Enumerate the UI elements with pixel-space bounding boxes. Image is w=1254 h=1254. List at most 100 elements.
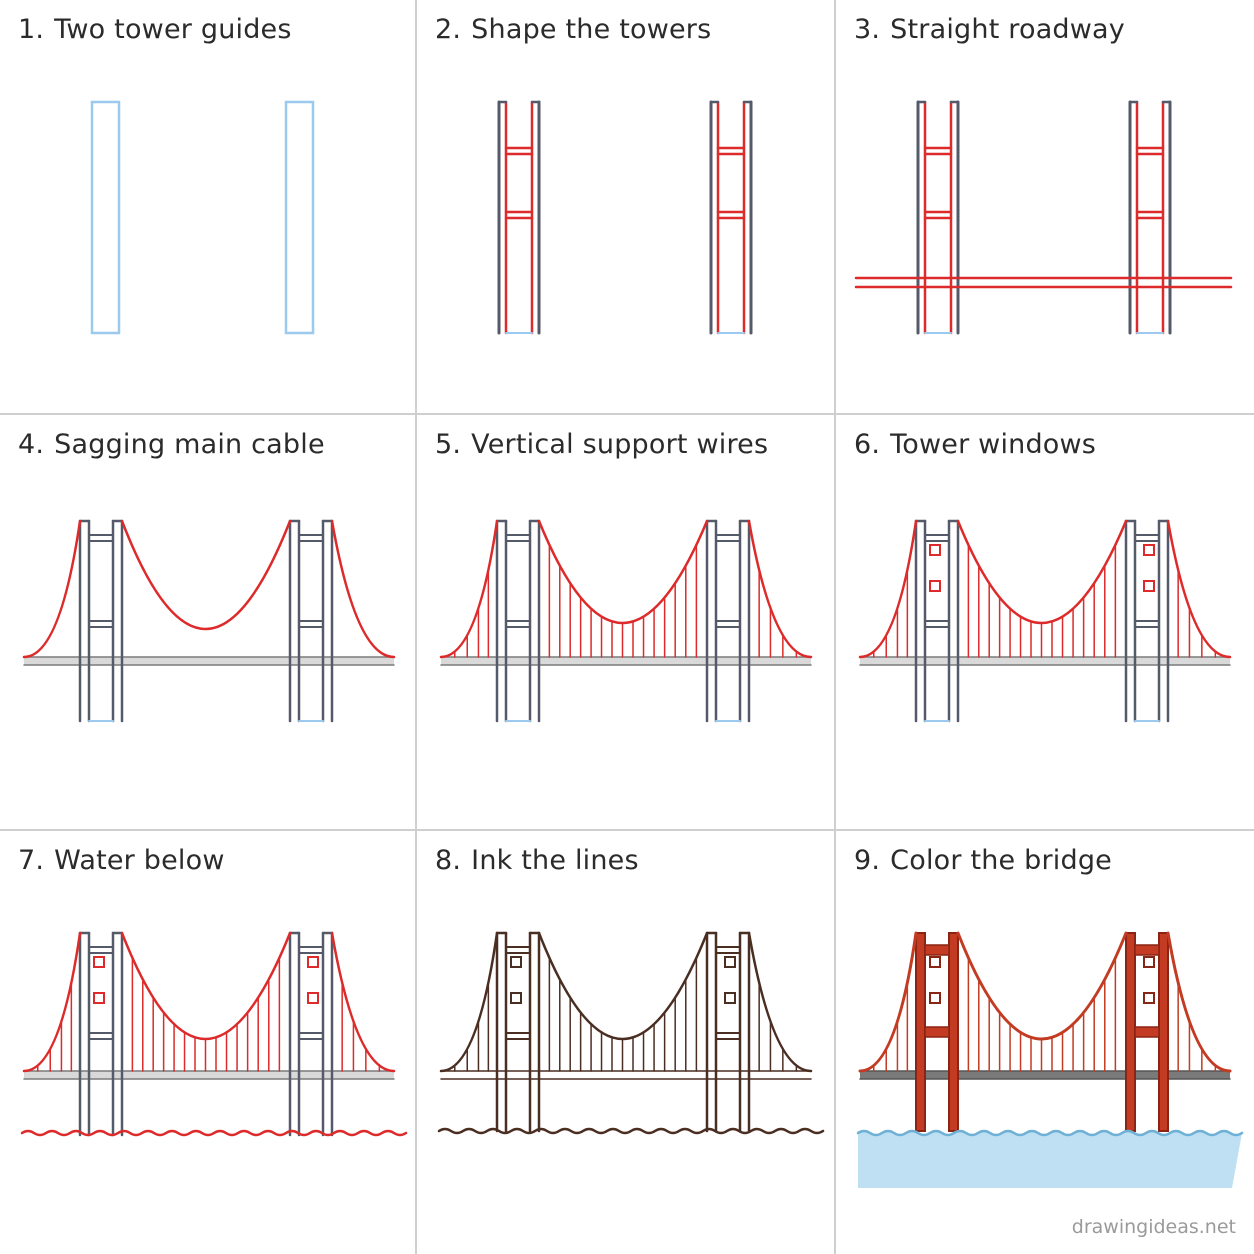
step-number: 3. [854, 14, 881, 45]
step-drawing [437, 931, 825, 1135]
step-label: Straight roadway [890, 14, 1125, 45]
tower-leg [1158, 932, 1169, 1132]
step-panel-7: 7. Water below [0, 831, 417, 1254]
main-cable [537, 931, 709, 1040]
step-label: Color the bridge [890, 845, 1112, 876]
step-panel-9: 9. Color the bridge [836, 831, 1254, 1254]
step-title: 5. Vertical support wires [435, 429, 768, 460]
roadway-deck [24, 1071, 394, 1079]
step-title: 2. Shape the towers [435, 14, 711, 45]
step-drawing [90, 100, 315, 335]
step-drawing [854, 100, 1233, 335]
main-cable [120, 519, 292, 631]
tower-window [1143, 992, 1155, 1004]
tower-crossbeam [924, 944, 950, 956]
step-label: Ink the lines [471, 845, 639, 876]
tower-window [724, 992, 736, 1004]
step-label: Sagging main cable [54, 429, 325, 460]
step-title: 1. Two tower guides [18, 14, 292, 45]
step-number: 8. [435, 845, 462, 876]
tower-window [307, 992, 319, 1004]
roadway-deck [441, 1071, 811, 1079]
side-cable [330, 931, 396, 1073]
tower-leg [1125, 932, 1136, 1132]
step-drawing [858, 519, 1232, 723]
step-title: 7. Water below [18, 845, 225, 876]
step-number: 5. [435, 429, 462, 460]
step-drawing [497, 100, 753, 335]
tower-window [93, 992, 105, 1004]
tower-window [510, 956, 522, 968]
tower-leg [915, 932, 926, 1132]
step-panel-5: 5. Vertical support wires [417, 415, 836, 831]
side-cable [1166, 931, 1232, 1073]
tower-guide-rect [284, 100, 315, 335]
main-cable [537, 519, 709, 624]
step-panel-1: 1. Two tower guides [0, 0, 417, 415]
step-number: 1. [18, 14, 45, 45]
water-line [20, 1129, 408, 1137]
step-number: 4. [18, 429, 45, 460]
step-panel-4: 4. Sagging main cable [0, 415, 417, 831]
tower-window [929, 544, 941, 556]
main-cable [120, 931, 292, 1040]
roadway-deck [860, 657, 1230, 665]
step-label: Tower windows [890, 429, 1097, 460]
step-drawing [20, 931, 408, 1137]
roadway-deck [860, 1071, 1230, 1079]
step-drawing [856, 931, 1244, 1188]
step-label: Vertical support wires [471, 429, 769, 460]
side-cable [858, 931, 918, 1073]
tower-window [1143, 956, 1155, 968]
step-title: 6. Tower windows [854, 429, 1096, 460]
tower-window [929, 956, 941, 968]
roadway-deck [24, 657, 394, 665]
tower-window [1143, 580, 1155, 592]
tower-window [1143, 544, 1155, 556]
side-cable [330, 519, 396, 659]
step-title: 4. Sagging main cable [18, 429, 325, 460]
step-title: 8. Ink the lines [435, 845, 639, 876]
side-cable [439, 519, 499, 659]
step-label: Water below [54, 845, 225, 876]
side-cable [22, 519, 82, 659]
step-number: 9. [854, 845, 881, 876]
step-title: 9. Color the bridge [854, 845, 1112, 876]
step-label: Shape the towers [471, 14, 712, 45]
side-cable [747, 931, 813, 1073]
step-drawing [22, 519, 396, 723]
step-number: 7. [18, 845, 45, 876]
step-drawing [439, 519, 813, 723]
tower-window [929, 992, 941, 1004]
tower-crossbeam [924, 1026, 950, 1038]
water-body [858, 1131, 1242, 1188]
step-number: 2. [435, 14, 462, 45]
tower-leg [948, 932, 959, 1132]
side-cable [22, 931, 82, 1073]
water-line [856, 1129, 1244, 1137]
tower-crossbeam [1134, 1026, 1160, 1038]
step-label: Two tower guides [54, 14, 292, 45]
tower-guide-rect [90, 100, 121, 335]
side-cable [747, 519, 813, 659]
site-credit: drawingideas.net [1071, 1216, 1236, 1238]
tower-crossbeam [1134, 944, 1160, 956]
tower-window [510, 992, 522, 1004]
step-panel-8: 8. Ink the lines [417, 831, 836, 1254]
step-panel-3: 3. Straight roadway [836, 0, 1254, 415]
step-number: 6. [854, 429, 881, 460]
main-cable [956, 519, 1128, 624]
tower-window [307, 956, 319, 968]
step-panel-2: 2. Shape the towers [417, 0, 836, 415]
roadway-deck [441, 657, 811, 665]
side-cable [858, 519, 918, 659]
tower-window [93, 956, 105, 968]
tower-window [929, 580, 941, 592]
main-cable [956, 931, 1128, 1041]
side-cable [1166, 519, 1232, 659]
step-title: 3. Straight roadway [854, 14, 1125, 45]
water-line [437, 1127, 825, 1135]
side-cable [439, 931, 499, 1073]
tower-window [724, 956, 736, 968]
